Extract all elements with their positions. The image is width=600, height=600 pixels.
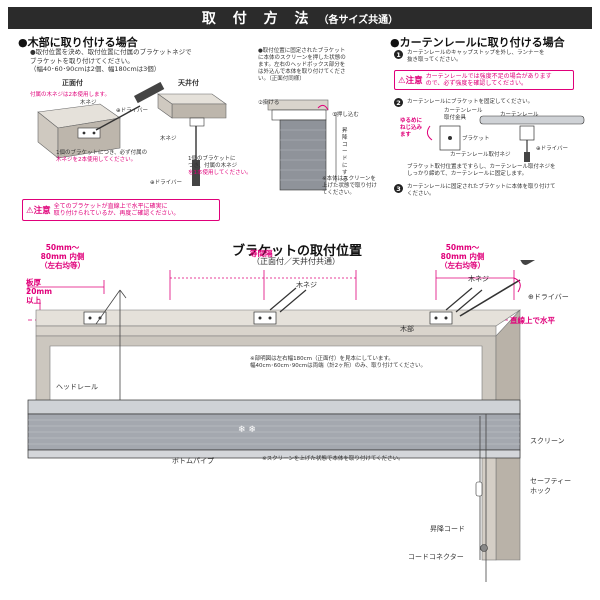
bottom-note: ※スクリーンを上げた状態で本体を取り付けてください。 — [262, 456, 404, 462]
svg-text:❄ ❄: ❄ ❄ — [238, 425, 256, 435]
step-number-1: 1 — [394, 50, 403, 59]
page-subtitle: （各サイズ共通） — [318, 14, 399, 26]
label-loosen: ゆるめに ねじ込み ます — [400, 118, 423, 138]
position-title: ブラケットの取付位置 — [232, 244, 363, 259]
label-curtain-rail: カーテンレール — [500, 112, 539, 118]
label-bottom-pipe: ボトムパイプ — [172, 457, 214, 465]
caution-label: ⚠注意 — [26, 206, 51, 216]
note-ceiling: 1個のブラケットに つき、付属の木ネジ を1本使用してください。 — [188, 156, 252, 176]
label-cord-connector: コードコネクター — [408, 553, 464, 561]
wood-section-title: ●木部に取り付ける場合 — [18, 36, 138, 49]
warning-icon: ⚠ — [398, 76, 406, 86]
rail-caution-label: ⚠注意 — [398, 76, 423, 86]
header-bar: 取 付 方 法 （各サイズ共通） — [8, 7, 592, 29]
label-rail-screw: カーテンレール取付ネジ — [450, 152, 511, 158]
label-ceiling-mount: 天井付 — [178, 79, 199, 87]
label-level-line: 直線上で水平 — [510, 316, 555, 325]
rail-mount-diagram — [426, 115, 585, 162]
dim-left-inset: 50mm～ 80mm 内側 （左右均等） — [40, 243, 85, 270]
label-driver-right: ⊕ドライバー — [528, 293, 569, 301]
rail-step2-note: ブラケット取付位置まですらし、カーテンレール取付ネジを しっかり締めて、カーテン… — [407, 164, 556, 177]
middle-bottom-note: ※本体はスクリーンを 上げた状態で取り付け てください。 — [322, 176, 378, 196]
step-hang: ②掛ける — [258, 100, 280, 106]
wood-mount-diagram — [37, 82, 227, 186]
rail-section-title: ●カーテンレールに取り付ける場合 — [390, 36, 565, 49]
step-push: ①押し込む — [332, 112, 359, 118]
rail-step2-text: カーテンレールにブラケットを固定してください。 — [407, 99, 534, 105]
middle-text: ●取付位置に固定されたブラケット に本体のスクリーンを押した状態の ます。左右の… — [258, 48, 346, 82]
side-label-cord: 昇降コードにする — [342, 128, 348, 183]
board-thickness-label: 板厚 20mm 以上 — [26, 278, 53, 305]
label-rail-fitting: カーテンレール 取付金具 — [444, 108, 483, 121]
rail-caution-text: カーテンレールでは強度不足の場合があります ので、必ず強度を確認してください。 — [425, 72, 552, 88]
rail-step3-text: カーテンレールに固定されたブラケットに本体を取り付けて ください。 — [407, 184, 556, 197]
label-wood-screw-a: 木ネジ — [80, 100, 97, 106]
label-bracket: ブラケット — [462, 136, 490, 142]
label-wood-screw-b: 木ネジ — [160, 136, 177, 142]
label-safety-hook: セーフティー ホック — [530, 477, 572, 495]
equal-spacing-label: 等間隔 — [250, 249, 273, 258]
wood-intro: ●取付位置を決め、取付位置に付属のブラケットネジで ブラケットを取り付けてくださ… — [30, 48, 192, 73]
center-note: ※部明図は左右幅180cm（正面付）を見本にしています。 幅40cm･60cm･… — [250, 356, 426, 369]
label-wood-part: 木部 — [400, 325, 414, 333]
page-title: 取 付 方 法 — [201, 11, 315, 27]
step-number-3: 3 — [394, 184, 403, 193]
position-subtitle: （正面付／天井付共通） — [252, 257, 340, 266]
caution-text: 全てのブラケットが直線上で水平に確実に 取り付けられているか、再度ご確認ください… — [53, 202, 180, 218]
note-screws-two: 付属の木ネジは2本使用します。 — [30, 92, 110, 98]
dim-right-inset: 50mm～ 80mm 内側 （左右均等） — [440, 243, 485, 270]
rail-step1-text: カーテンレールのキャップストップを外し、ランナーを 抜き取ってください。 — [407, 50, 545, 63]
label-head-rail: ヘッドレール — [56, 383, 98, 391]
label-rail-driver: ⊕ドライバー — [536, 146, 568, 152]
label-screen: スクリーン — [530, 437, 565, 445]
middle-mount-diagram — [267, 99, 337, 191]
label-front-mount: 正面付 — [62, 79, 83, 87]
note-front: 1個のブラケットにつき、必ず付属の 木ネジを2本使用してください。 — [56, 150, 148, 163]
label-driver-b: ⊕ドライバー — [150, 180, 182, 186]
warning-icon: ⚠ — [26, 206, 34, 216]
label-wood-screw-right: 木ネジ — [468, 275, 489, 283]
rail-caution-box: ⚠注意 カーテンレールでは強度不足の場合があります ので、必ず強度を確認してくだ… — [394, 70, 574, 90]
wood-caution-box: ⚠注意 全てのブラケットが直線上で水平に確実に 取り付けられているか、再度ご確認… — [22, 199, 220, 221]
bracket-position-diagram: ❄ ❄ — [27, 260, 575, 582]
label-wood-screw-center: 木ネジ — [296, 281, 317, 289]
step-number-2: 2 — [394, 98, 403, 107]
label-lift-cord: 昇降コード — [430, 525, 465, 533]
